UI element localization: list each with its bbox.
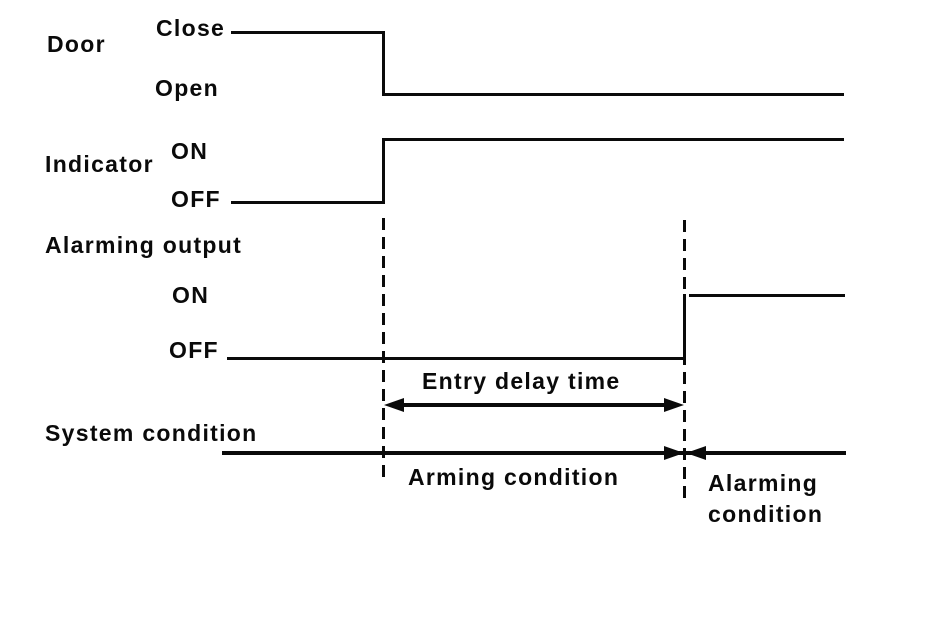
entry-delay-arrowhead-right-icon <box>664 398 684 412</box>
indicator-low-level-label: OFF <box>171 186 221 212</box>
alarm-high-level-label: ON <box>172 282 210 308</box>
indicator-rising-edge <box>382 138 385 204</box>
entry-delay-arrow-shaft <box>396 403 670 407</box>
indicator-high-level-label: ON <box>171 138 209 164</box>
entry-delay-arrowhead-left-icon <box>384 398 404 412</box>
door-open-segment <box>382 93 844 96</box>
door-high-level-label: Close <box>156 15 226 41</box>
arming-end-arrowhead-icon <box>664 446 684 460</box>
entry-delay-label: Entry delay time <box>422 368 621 394</box>
door-low-level-label: Open <box>155 75 219 101</box>
system-condition-label: System condition <box>45 420 258 446</box>
alarm-off-segment <box>227 357 684 360</box>
alarm-output-row-label: Alarming output <box>45 232 243 258</box>
indicator-row-label: Indicator <box>45 151 154 177</box>
arming-condition-label: Arming condition <box>408 464 620 490</box>
indicator-off-segment <box>231 201 384 204</box>
alarm-on-segment <box>689 294 845 297</box>
entry-delay-start-boundary <box>382 218 385 482</box>
door-close-segment <box>231 31 384 34</box>
door-falling-edge <box>382 31 385 96</box>
indicator-on-segment <box>382 138 844 141</box>
entry-delay-end-boundary <box>683 220 686 498</box>
alarm-low-level-label: OFF <box>169 337 219 363</box>
alarming-start-arrowhead-icon <box>686 446 706 460</box>
system-condition-line <box>222 451 846 455</box>
door-row-label: Door <box>47 31 106 57</box>
alarming-condition-label: Alarming condition <box>708 470 824 527</box>
